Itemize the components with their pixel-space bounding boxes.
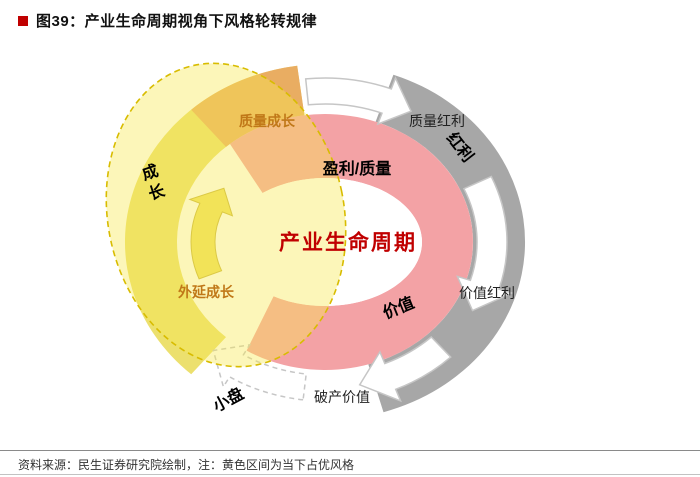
source-note: 资料来源：民生证券研究院绘制，注：黄色区间为当下占优风格 <box>18 458 355 472</box>
red-square-marker-icon <box>18 15 28 26</box>
clockwise-arrow-right <box>456 175 515 312</box>
center-disc <box>228 178 422 306</box>
diagram-center-title: 产业生命周期 <box>279 231 417 255</box>
highlight-region-ellipse <box>105 62 347 368</box>
clockwise-arrow-bottom-right <box>358 335 452 403</box>
clockwise-arrow-top <box>304 76 413 126</box>
yellow-growth-arc <box>124 65 305 375</box>
label-quality-dividend: 质量红利 <box>409 113 465 129</box>
gray-dividend-arc <box>368 74 526 413</box>
upward-arrow-left <box>188 187 234 280</box>
figure-titlebar: 图39：产业生命周期视角下风格轮转规律 <box>18 10 317 31</box>
figure-title: 图39：产业生命周期视角下风格轮转规律 <box>36 13 318 30</box>
orange-quality-growth-arc <box>191 65 305 147</box>
label-profit-quality: 盈利/质量 <box>322 161 392 178</box>
footer-divider <box>0 450 700 451</box>
label-bankruptcy-value: 破产价值 <box>314 389 370 405</box>
label-quality-growth: 质量成长 <box>239 113 295 129</box>
pink-inner-ring <box>229 114 473 371</box>
page-bottom-border <box>0 474 700 475</box>
dashed-arrow-bottom-left <box>212 343 308 401</box>
label-expansion-growth: 外延成长 <box>178 284 234 300</box>
label-value-dividend: 价值红利 <box>459 285 515 301</box>
